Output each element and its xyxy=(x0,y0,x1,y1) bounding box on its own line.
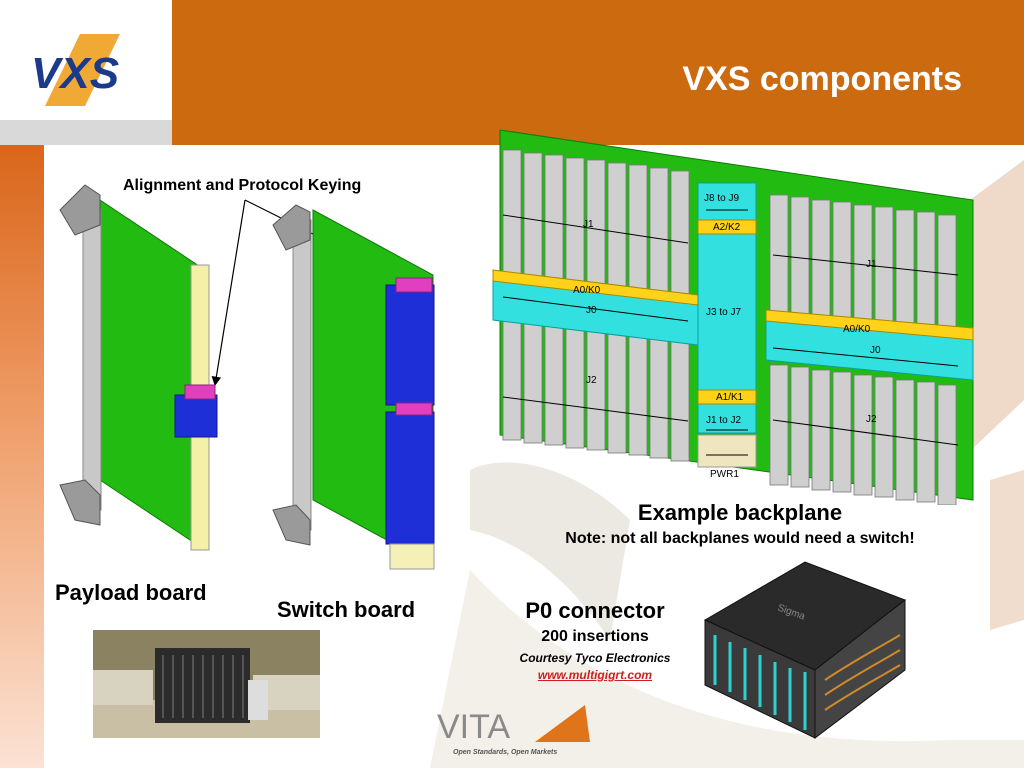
vita-logo-text: VITA xyxy=(437,708,510,746)
label-j0-left: J0 xyxy=(586,305,597,316)
url-row: www.multigigrt.com xyxy=(490,668,700,682)
switch-board-illustration xyxy=(272,204,435,570)
backplane-caption: Example backplane xyxy=(637,500,843,525)
logo-strip xyxy=(0,120,172,145)
label-j2-right: J2 xyxy=(866,414,877,425)
vxs-logo: VXS xyxy=(31,34,120,106)
p0-connector-image: Sigma xyxy=(703,561,907,740)
label-a0k0-right: A0/K0 xyxy=(843,324,871,335)
left-gradient-bar xyxy=(0,145,44,768)
payload-board-label: Payload board xyxy=(55,580,207,605)
slide-title: VXS components xyxy=(682,60,962,98)
backplane-illustration: J1 A0/K0 J0 J2 J8 to J9 A2/K2 J3 to J7 A… xyxy=(492,129,974,505)
label-j1-right: J1 xyxy=(866,259,877,270)
vita-logo: VITA Open Standards, Open Markets xyxy=(437,705,590,756)
label-j1-left: J1 xyxy=(583,219,594,230)
courtesy-text: Courtesy Tyco Electronics xyxy=(519,651,671,665)
keying-callout: Alignment and Protocol Keying xyxy=(123,177,362,194)
svg-text:VXS: VXS xyxy=(31,49,119,98)
backplane-note: Note: not all backplanes would need a sw… xyxy=(565,530,915,547)
connector-photo xyxy=(93,630,320,738)
switch-board-label: Switch board xyxy=(277,597,416,622)
multigig-link[interactable]: www.multigigrt.com xyxy=(537,668,653,682)
label-a1k1: A1/K1 xyxy=(716,392,744,403)
label-j3-j7: J3 to J7 xyxy=(706,307,741,318)
vita-tagline: Open Standards, Open Markets xyxy=(453,749,557,756)
label-j8-j9: J8 to J9 xyxy=(704,193,739,204)
insertions-text: 200 insertions xyxy=(541,628,649,645)
label-a0k0-left: A0/K0 xyxy=(573,285,601,296)
label-j1-j2: J1 to J2 xyxy=(706,415,741,426)
label-j2-left: J2 xyxy=(586,375,597,386)
label-j0-right: J0 xyxy=(870,345,881,356)
connector-rows-right xyxy=(769,194,957,505)
label-pwr1: PWR1 xyxy=(710,469,739,480)
p0-connector-title: P0 connector xyxy=(525,598,665,623)
label-a2k2: A2/K2 xyxy=(713,222,741,233)
payload-board-illustration xyxy=(59,184,218,551)
